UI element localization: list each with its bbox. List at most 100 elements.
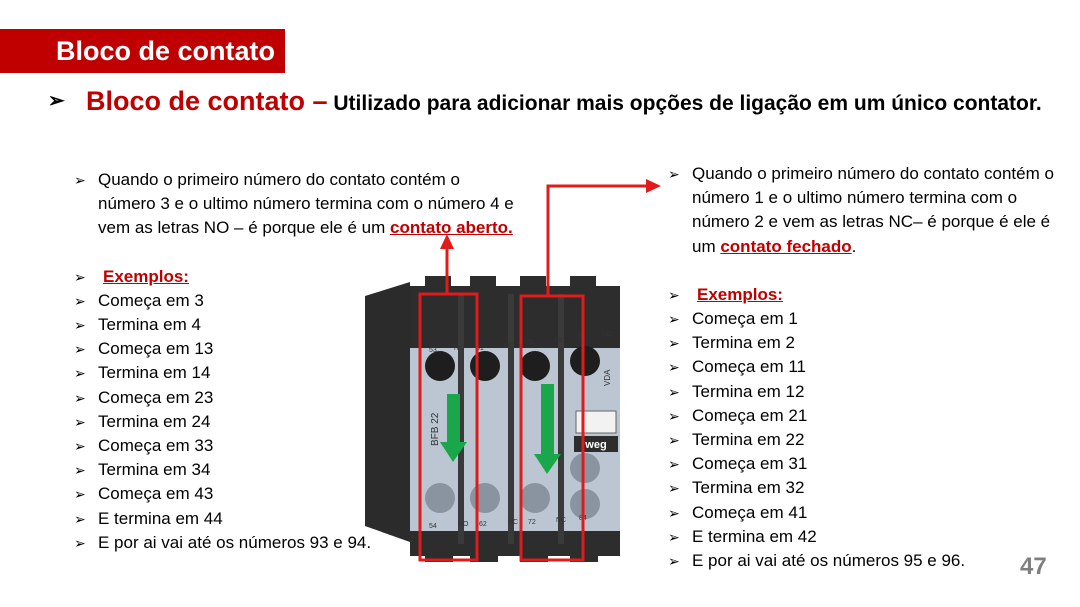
right-intro: ➢ Quando o primeiro número do contato co… (668, 162, 1058, 259)
right-intro-highlight: contato fechado (720, 236, 852, 256)
right-example-item: ➢ Começa em 21 (668, 404, 1058, 428)
left-example-text: Termina em 4 (98, 315, 201, 335)
right-example-text: Termina em 12 (692, 381, 805, 401)
left-intro: ➢ Quando o primeiro número do contato co… (74, 168, 514, 241)
right-example-item: ➢ E por ai vai até os números 95 e 96. (668, 549, 1058, 573)
slide-title-bar: Bloco de contato (0, 29, 285, 73)
arrow-bullet-icon: ➢ (668, 456, 680, 473)
arrow-bullet-icon: ➢ (668, 432, 680, 449)
right-example-text: E termina em 42 (692, 526, 817, 546)
arrow-bullet-icon: ➢ (668, 383, 680, 400)
svg-text:NO: NO (602, 331, 613, 338)
voltage-text: VDA (603, 369, 612, 386)
svg-text:61: 61 (476, 345, 484, 352)
left-example-text: E por ai vai até os números 93 e 94. (98, 532, 372, 552)
slide-title: Bloco de contato (56, 36, 276, 66)
right-example-text: Termina em 2 (692, 333, 795, 353)
left-example-text: Começa em 3 (98, 290, 204, 310)
right-example-item: ➢ Começa em 31 (668, 452, 1058, 476)
green-arrow-left-icon (440, 394, 467, 462)
highlight-box-right (519, 294, 585, 562)
arrow-bullet-icon: ➢ (668, 528, 680, 545)
right-example-text: Começa em 31 (692, 454, 808, 474)
right-intro-text: Quando o primeiro número do contato cont… (692, 164, 1054, 256)
callout-arrowhead-left-icon (440, 234, 454, 249)
callout-line-right (546, 184, 648, 296)
svg-text:83: 83 (577, 333, 585, 340)
svg-text:53: 53 (429, 347, 437, 354)
contact-block-image: weg BFB 22 VDA 53 NO 61 NC 71 NC 83 NO 5… (365, 276, 620, 562)
right-column: ➢ Quando o primeiro número do contato co… (668, 162, 1058, 573)
svg-text:NC: NC (508, 519, 518, 526)
right-example-item: ➢ E termina em 42 (668, 525, 1058, 549)
heading-rest: Utilizado para adicionar mais opções de … (327, 92, 1042, 115)
left-example-item: ➢Começa em 23 (74, 386, 514, 410)
arrow-bullet-icon: ➢ (74, 413, 86, 430)
svg-text:72: 72 (528, 519, 536, 526)
left-example-item: ➢ Termina em 4 (74, 313, 514, 337)
right-example-text: Começa em 11 (692, 357, 807, 377)
left-column: ➢ Quando o primeiro número do contato co… (74, 168, 514, 555)
right-example-text: Começa em 41 (692, 502, 808, 522)
arrow-bullet-icon: ➢ (74, 462, 86, 479)
svg-text:54: 54 (429, 523, 437, 530)
label-window (575, 410, 617, 434)
left-intro-text: Quando o primeiro número do contato cont… (98, 170, 514, 238)
bottom-screws (425, 453, 600, 519)
arrow-bullet-icon: ➢ (74, 292, 86, 309)
svg-text:NC: NC (555, 337, 565, 344)
brand-text: weg (584, 439, 606, 451)
arrow-bullet-icon: ➢ (668, 504, 680, 521)
svg-text:NC: NC (504, 343, 514, 350)
arrow-bullet-icon: ➢ (668, 553, 680, 570)
left-example-item: ➢Começa em 33 (74, 434, 514, 458)
left-example-item: ➢ Começa em 3 (74, 289, 514, 313)
left-example-item: ➢Termina em 14 (74, 361, 514, 385)
right-examples-label-row: ➢ Exemplos: (668, 283, 1058, 307)
svg-text:NO: NO (458, 521, 469, 528)
right-example-item: ➢ Começa em 41 (668, 501, 1058, 525)
right-example-item: ➢ Termina em 22 (668, 428, 1058, 452)
right-example-item: ➢ Termina em 32 (668, 476, 1058, 500)
top-terminal-labels: 53 NO 61 NC 71 NC 83 NO (429, 331, 613, 354)
left-examples-label-row: ➢ Exemplos: (74, 265, 514, 289)
right-example-item: ➢Começa em 1 (668, 307, 1058, 331)
left-example-item: ➢E por ai vai até os números 93 e 94. (74, 531, 514, 555)
svg-text:71: 71 (526, 339, 534, 346)
arrow-bullet-icon: ➢ (74, 365, 86, 382)
left-example-item: ➢ Começa em 13 (74, 337, 514, 361)
left-example-item: ➢ Termina em 34 (74, 458, 514, 482)
green-arrow-right-icon (534, 384, 561, 474)
right-example-text: E por ai vai até os números 95 e 96. (692, 551, 966, 571)
left-example-text: Termina em 24 (98, 411, 211, 431)
left-example-text: Começa em 43 (98, 484, 214, 504)
model-text: BFB 22 (430, 412, 441, 446)
arrow-bullet-icon: ➢ (668, 480, 680, 497)
right-intro-end: . (851, 236, 857, 256)
arrow-bullet-icon: ➢ (74, 510, 86, 527)
svg-text:NC: NC (556, 517, 566, 524)
arrow-bullet-icon: ➢ (668, 407, 680, 424)
right-example-text: Termina em 22 (692, 430, 805, 450)
arrow-bullet-icon: ➢ (74, 341, 86, 358)
arrow-bullet-icon: ➢ (74, 317, 86, 334)
svg-text:62: 62 (479, 521, 487, 528)
left-example-text: Começa em 13 (98, 339, 214, 359)
right-example-item: ➢ Termina em 12 (668, 380, 1058, 404)
arrow-bullet-icon: ➢ (74, 438, 86, 455)
right-examples-label: Exemplos: (697, 284, 783, 304)
left-example-text: Termina em 34 (98, 460, 211, 480)
svg-text:NO: NO (454, 345, 465, 352)
arrow-bullet-icon: ➢ (668, 335, 680, 352)
right-example-item: ➢Começa em 11 (668, 355, 1058, 379)
device-side (365, 282, 410, 542)
right-example-text: Começa em 21 (692, 405, 808, 425)
arrow-bullet-icon: ➢ (48, 90, 65, 112)
heading-text: Bloco de contato – Utilizado para adicio… (86, 86, 1048, 119)
heading: ➢ Bloco de contato – Utilizado para adic… (48, 86, 1048, 119)
arrow-bullet-icon: ➢ (74, 486, 86, 503)
callout-arrowhead-right-icon (646, 179, 661, 193)
heading-red: Bloco de contato – (86, 86, 328, 116)
right-example-text: Termina em 32 (692, 478, 805, 498)
left-intro-highlight: contato aberto. (389, 218, 513, 238)
